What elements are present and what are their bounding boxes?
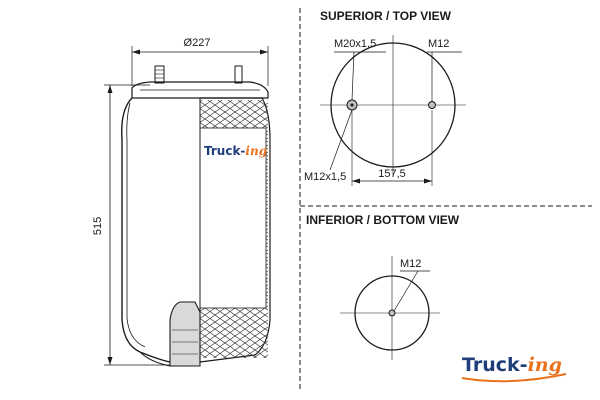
center-distance-label: 157,5 xyxy=(378,168,406,180)
bottom-view-drawing xyxy=(340,256,440,360)
bottom-view-title: INFERIOR / BOTTOM VIEW xyxy=(306,213,460,227)
diameter-label: Ø227 xyxy=(184,37,211,49)
bottom-stud-hole xyxy=(388,309,396,317)
top-view-title: SUPERIOR / TOP VIEW xyxy=(320,9,452,23)
air-spring-side-view xyxy=(121,65,271,367)
truck-ing-logo: Truck-ing xyxy=(461,354,567,383)
side-view-brand: Truck-ing xyxy=(204,144,267,158)
bellow-outline xyxy=(121,97,171,363)
top-view-drawing xyxy=(320,35,466,186)
height-dimension xyxy=(104,84,170,366)
piston-base xyxy=(169,301,201,367)
stud-hole-right xyxy=(428,101,436,109)
height-label: 515 xyxy=(92,217,104,235)
thread-bottom-label: M12x1,5 xyxy=(304,171,346,183)
stud-right xyxy=(234,65,243,84)
thread-right-label: M12 xyxy=(428,38,449,50)
bottom-thread-label: M12 xyxy=(400,258,421,270)
stud-left xyxy=(154,65,165,84)
svg-text:Truck-ing: Truck-ing xyxy=(462,354,562,376)
diameter-dimension xyxy=(131,46,269,86)
thread-left-label: M20x1,5 xyxy=(334,38,376,50)
